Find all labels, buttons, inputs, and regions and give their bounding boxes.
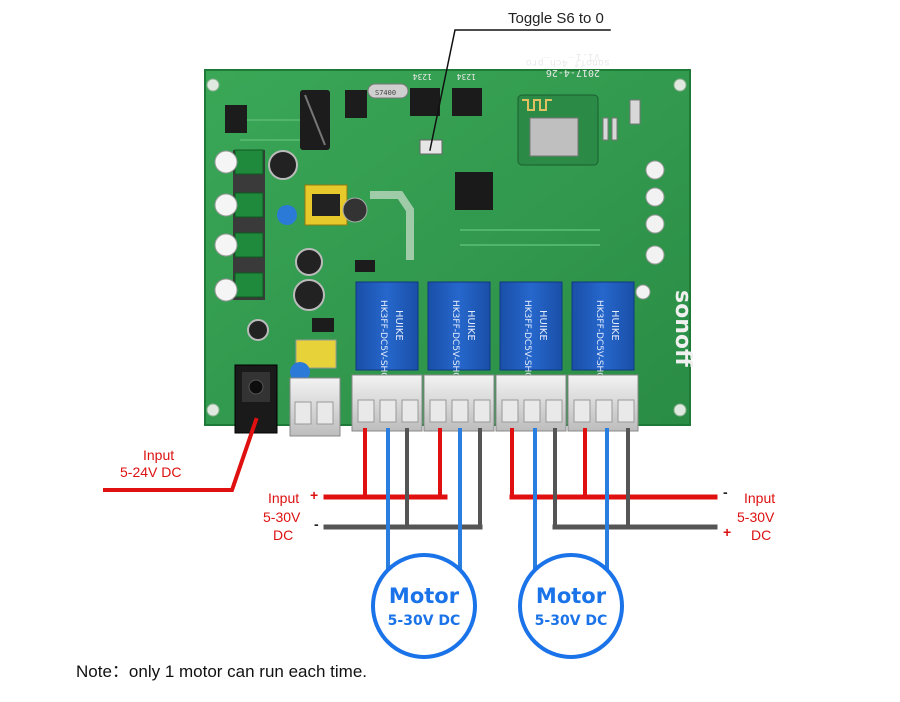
motor-left-name: Motor — [389, 584, 460, 608]
board-brand-label: sonoff — [670, 290, 695, 368]
relay-model-label: HK3FF-DC5V-SHG — [522, 300, 532, 379]
toggle-instruction-label: Toggle S6 to 0 — [508, 10, 604, 27]
relay-brand-label: HUIKE — [537, 310, 548, 341]
crystal-label: S7400 — [375, 89, 396, 97]
power-input-voltage: 5-24V DC — [120, 464, 182, 480]
relay-model-label: HK3FF-DC5V-SHG — [594, 300, 604, 379]
right-input-voltage: 5-30V — [737, 509, 775, 525]
motor-left-spec: 5-30V DC — [388, 613, 461, 629]
wiring — [103, 29, 718, 572]
terminal-blocks — [289, 374, 639, 437]
left-input-voltage: 5-30V — [263, 509, 301, 525]
relay-brand-label: HUIKE — [393, 310, 404, 341]
relay-brand-label: HUIKE — [465, 310, 476, 341]
toggle-leader-line — [429, 29, 611, 151]
terminal-block-4 — [567, 374, 639, 432]
relay-2: HK3FF-DC5V-SHG HUIKE — [427, 281, 491, 379]
board-silkscreen: sonoff sonoff_4ch_pro V1.1 2017-4-26 123… — [375, 51, 695, 368]
right-input-dc: DC — [751, 527, 772, 543]
terminal-block-2 — [423, 374, 495, 432]
relay-model-label: HK3FF-DC5V-SHG — [378, 300, 388, 379]
left-plus-sign: + — [310, 487, 319, 503]
terminal-block-3 — [495, 374, 567, 432]
motor-right-spec: 5-30V DC — [535, 613, 608, 629]
relay-model-label: HK3FF-DC5V-SHG — [450, 300, 460, 379]
left-input-dc: DC — [273, 527, 294, 543]
right-plus-sign: + — [723, 524, 732, 540]
note-text: Note：only 1 motor can run each time. — [76, 662, 368, 681]
relay-1: HK3FF-DC5V-SHG HUIKE — [355, 281, 419, 379]
left-minus-sign: - — [314, 516, 319, 532]
power-input-wire — [103, 417, 259, 492]
right-input-label: Input — [744, 490, 776, 506]
power-terminal-block — [289, 377, 341, 437]
relay-brand-label: HUIKE — [609, 310, 620, 341]
relay-3: HK3FF-DC5V-SHG HUIKE — [499, 281, 563, 379]
board-version-label: V1.1 — [576, 51, 600, 62]
side-buttons — [214, 149, 265, 302]
relay-4: HK3FF-DC5V-SHG HUIKE — [571, 281, 635, 379]
terminal-block-1 — [351, 374, 423, 432]
left-input-label: Input — [268, 490, 300, 506]
dip-number-label-2: 1234 — [457, 72, 476, 81]
motor-right: Motor 5-30V DC — [518, 553, 624, 659]
motor-left: Motor 5-30V DC — [371, 553, 477, 659]
right-minus-sign: - — [723, 484, 728, 500]
dip-number-label: 1234 — [413, 72, 432, 81]
board-model-label: sonoff_4ch_pro — [526, 57, 610, 68]
board-components — [225, 83, 665, 382]
board-date-label: 2017-4-26 — [546, 67, 600, 78]
power-input-label: Input — [143, 447, 175, 463]
motor-right-name: Motor — [536, 584, 607, 608]
